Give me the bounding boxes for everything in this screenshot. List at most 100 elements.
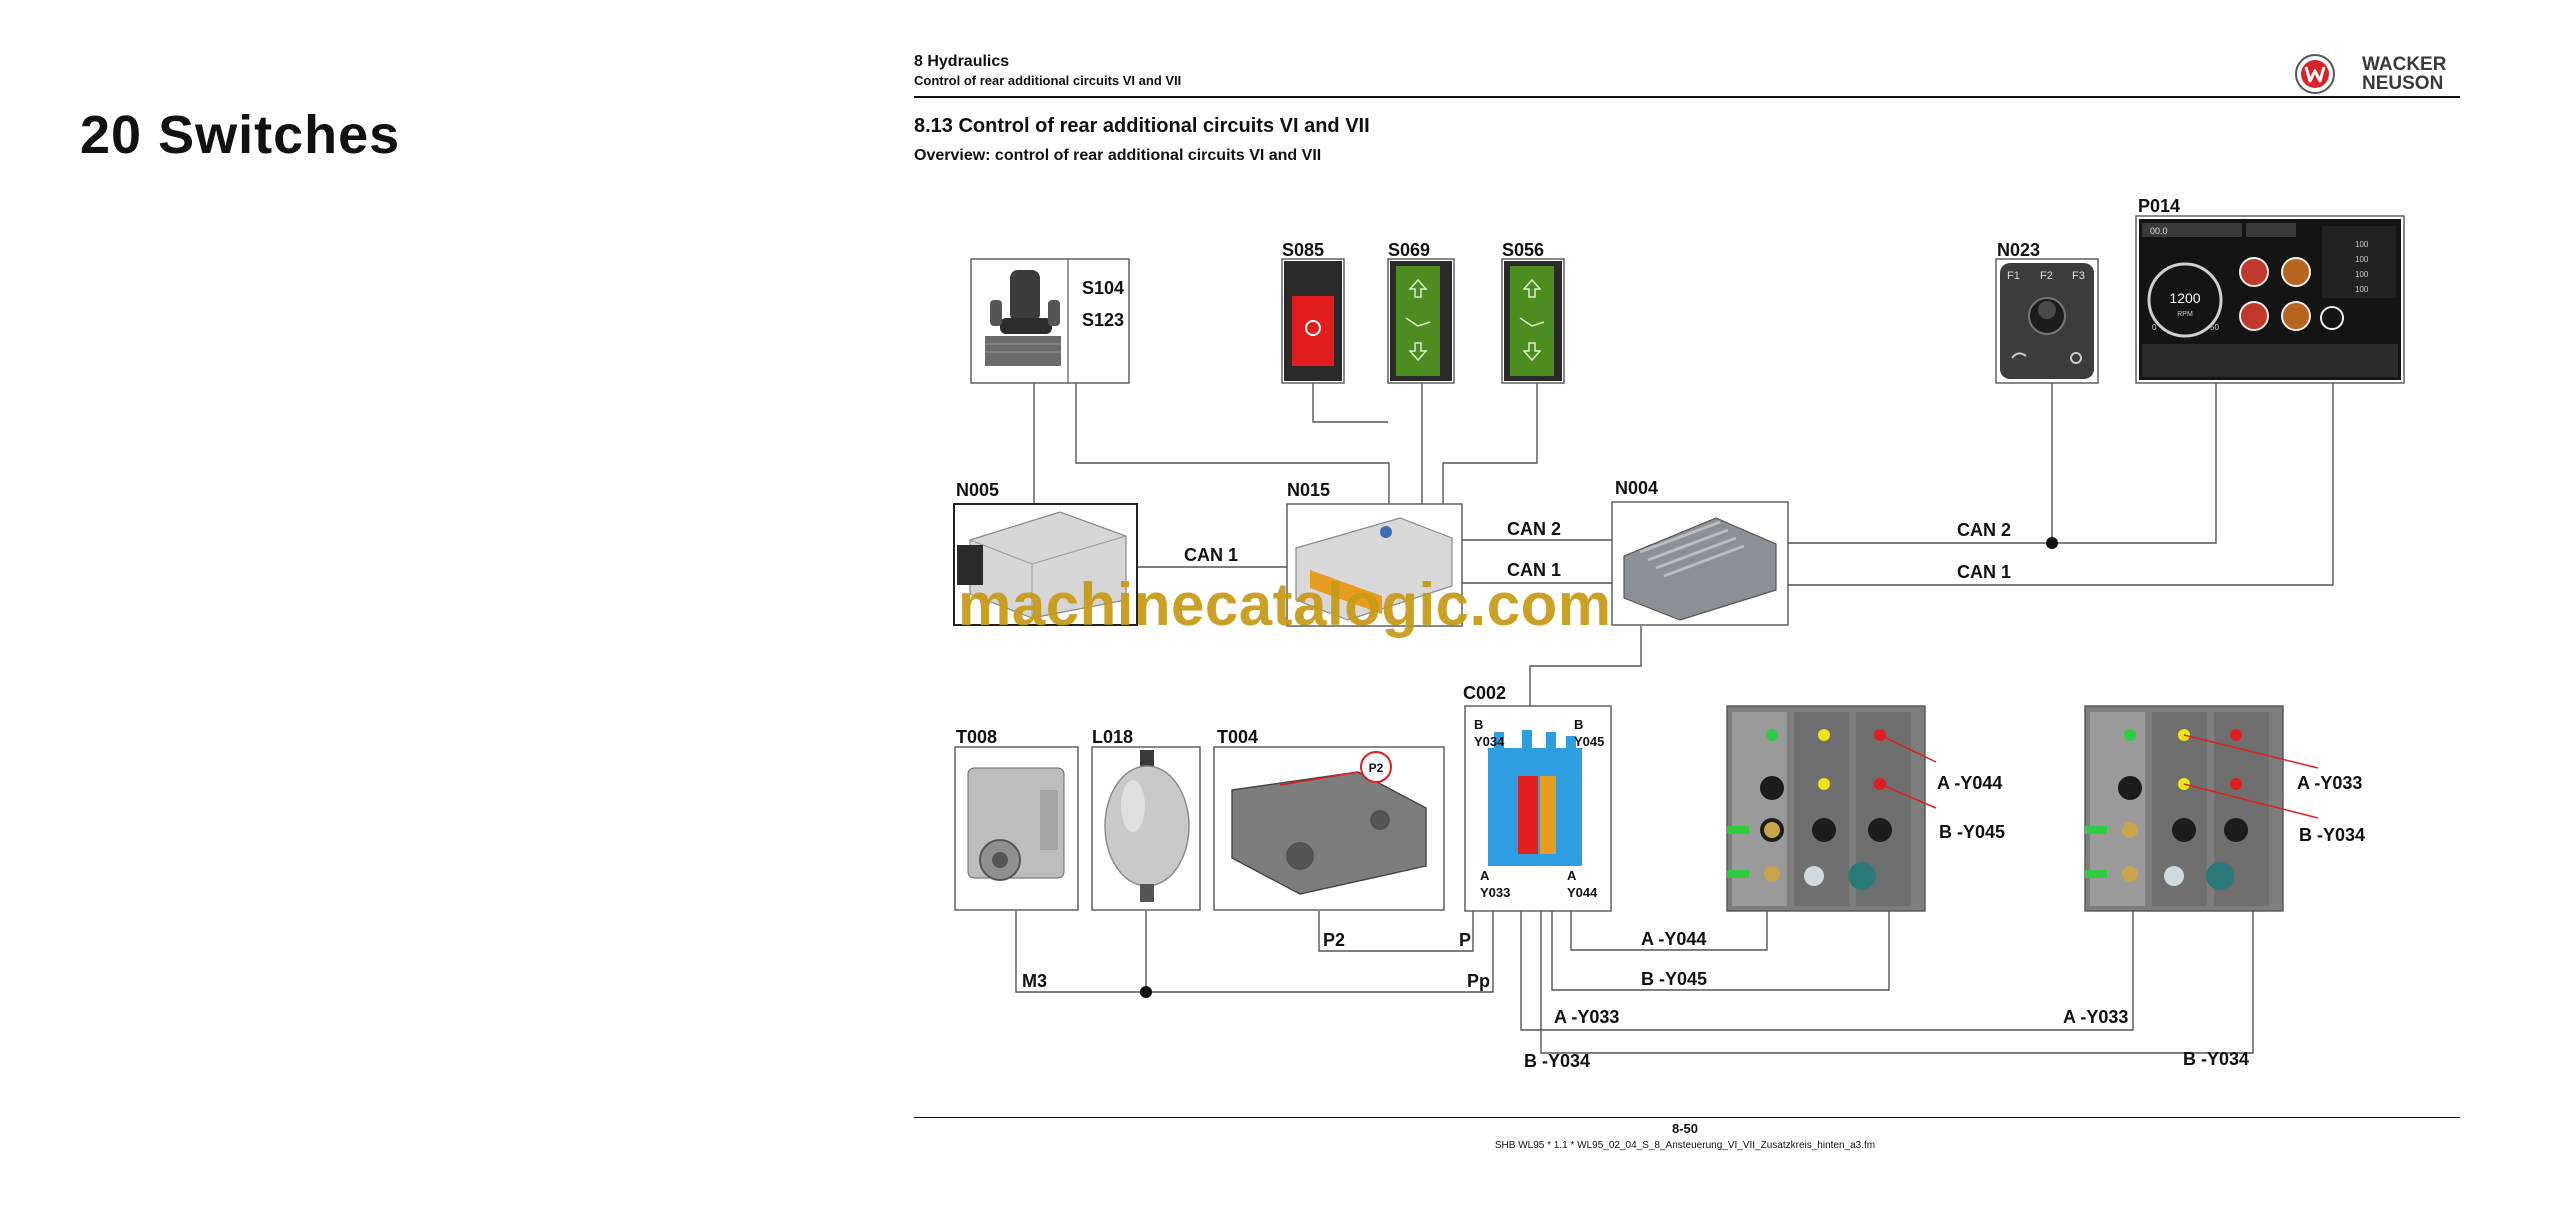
label-s104: S104 [1082,278,1124,298]
label-a-y033-line: A -Y033 [1554,1007,1619,1027]
joystick-f2: F2 [2040,270,2053,282]
lock-icon [1305,320,1321,336]
section-title: 8.13 Control of rear additional circuits… [914,115,1370,137]
p2-port-marker [1360,751,1392,783]
valve-b-y034-2: Y034 [1474,734,1505,749]
chapter-title: 20 Switches [80,105,401,165]
pump-t008: T008 [954,727,1079,911]
seat-switch-s104-s123: S104 S123 [970,258,1130,384]
label-p: P [1459,930,1471,950]
rpm-unit: RPM [2177,311,2193,318]
label-s085: S085 [1282,240,1324,260]
control-unit-n004: N004 [1611,478,1789,626]
label-n015: N015 [1287,480,1330,500]
label-can1-mid: CAN 1 [1507,560,1561,580]
label-can1-right: CAN 1 [1957,562,2011,582]
gauge-orange [2281,301,2311,331]
switch-s069: S069 [1387,240,1455,384]
section-subtitle: Overview: control of rear additional cir… [914,147,1322,164]
wiring [1015,381,2334,1054]
scale-high: 50 [2210,323,2219,332]
label-a-y044-line: A -Y044 [1641,929,1706,949]
key-icon [2070,352,2082,364]
joystick-n023: N023 F1 F2 F3 [1995,240,2099,384]
footer-rule [914,1117,2460,1118]
gauge-red [2239,301,2269,331]
logo-text: WACKER NEUSON [2362,55,2446,93]
label-b-y034-line: B -Y034 [1524,1051,1590,1071]
rpm-value: 1200 [2169,290,2200,306]
label-t004: T004 [1217,727,1258,747]
label-pp: Pp [1467,971,1490,991]
label-n005: N005 [956,480,999,500]
valve-a-y044-1: A [1567,868,1577,883]
pct-2: 100 [2355,255,2369,264]
valve-a-y033-2: Y033 [1480,885,1510,900]
arrow-up-icon [1522,278,1542,298]
header-subtitle: Control of rear additional circuits VI a… [914,73,1182,88]
label-n023: N023 [1997,240,2040,260]
label-can2-right: CAN 2 [1957,520,2011,540]
label-a-y033-right: A -Y033 [2063,1007,2128,1027]
logo-line-2: NEUSON [2362,73,2444,94]
page-number: 8-50 [1671,1121,1699,1136]
valve-b-y045-1: B [1574,717,1583,732]
label-panel1-b: B -Y045 [1939,822,2005,842]
gauge-red [2239,257,2269,287]
label-l018: L018 [1092,727,1133,747]
valve-a-y033-1: A [1480,868,1490,883]
rpm-gauge [2147,262,2223,338]
label-can1-left: CAN 1 [1184,545,1238,565]
valve-b-y034-1: B [1474,717,1483,732]
switch-s056: S056 [1501,240,1565,384]
coupling-panel-1 [1726,705,1937,912]
pct-3: 100 [2355,270,2369,279]
header-rule [914,96,2460,98]
switch-s085: S085 [1281,240,1345,384]
label-panel2-a: A -Y033 [2297,773,2362,793]
back-icon [2011,352,2027,359]
pilot-junction-dot [1140,986,1152,998]
red-rocker [1292,296,1334,366]
can-junction-dot [2046,537,2058,549]
gauge-orange [2281,257,2311,287]
attachment-icon [1519,317,1545,327]
valve-b-y045-2: Y045 [1574,734,1604,749]
joystick-f1: F1 [2007,270,2020,282]
valve-a-y044-2: Y044 [1567,885,1598,900]
label-c002: C002 [1463,683,1506,703]
arrow-up-icon [1408,278,1428,298]
display-softkeys [2142,344,2398,377]
pct-4: 100 [2355,285,2369,294]
label-m3: M3 [1022,971,1047,991]
label-p014: P014 [2138,196,2180,216]
arrow-down-icon [1408,342,1428,362]
accumulator-l018: L018 [1091,727,1201,911]
gear-pump-t004: T004 P2 [1213,727,1445,911]
junction-dots [1140,537,2058,998]
label-b-y045-line: B -Y045 [1641,969,1707,989]
file-reference: SHB WL95 * 1.1 * WL95_02_04_S_8_Ansteuer… [1494,1140,1876,1151]
label-b-y034-right: B -Y034 [2183,1049,2249,1069]
label-s056: S056 [1502,240,1544,260]
wacker-neuson-logo [2295,54,2335,94]
logo-line-1: WACKER [2362,54,2447,75]
attachment-icon [1405,317,1431,327]
label-panel2-b: B -Y034 [2299,825,2365,845]
control-unit-n015: N015 [1286,480,1463,627]
coupling-panel-2 [2084,705,2319,912]
label-s123: S123 [1082,310,1124,330]
label-n004: N004 [1615,478,1658,498]
connection-labels: CAN 1 CAN 2 CAN 1 CAN 2 CAN 1 P2 P M3 Pp… [1022,519,2365,1071]
p2-badge: P2 [1369,761,1384,775]
arrow-down-icon [1522,342,1542,362]
label-s069: S069 [1388,240,1430,260]
header-section: 8 Hydraulics [914,53,1010,70]
label-p2: P2 [1323,930,1345,950]
label-can2-mid: CAN 2 [1507,519,1561,539]
label-t008: T008 [956,727,997,747]
w-badge-icon [2295,54,2335,94]
joystick-f3: F3 [2072,270,2085,282]
valve-block-c002: C002 B Y034 B Y045 A Y033 A Y044 [1463,683,1612,912]
